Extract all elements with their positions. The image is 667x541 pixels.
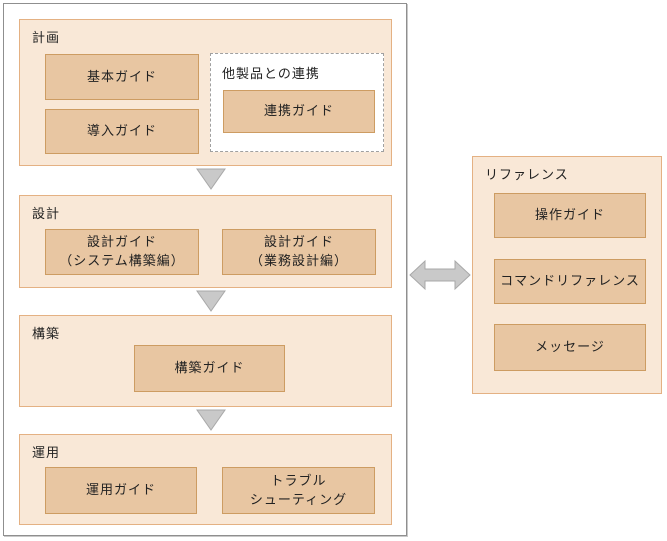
doc-box-operation-guide: 運用ガイド — [45, 467, 197, 514]
doc-box-construction-guide: 構築ガイド — [134, 345, 285, 392]
section-construction-label: 構築 — [32, 326, 61, 341]
section-planning-label: 計画 — [32, 30, 61, 45]
doc-box-operation-manual: 操作ガイド — [494, 193, 646, 238]
section-design: 設計 設計ガイド （システム構築編） 設計ガイド （業務設計編） — [19, 195, 392, 288]
down-arrow-icon — [196, 290, 226, 312]
doc-box-design-guide-business: 設計ガイド （業務設計編） — [222, 229, 376, 275]
doc-box-messages: メッセージ — [494, 324, 646, 371]
group-other-products-linkage-label: 他製品との連携 — [222, 66, 320, 81]
section-construction: 構築 構築ガイド — [19, 315, 392, 407]
section-planning: 計画 基本ガイド 導入ガイド 他製品との連携 連携ガイド — [19, 19, 392, 166]
left-right-arrow-icon — [409, 258, 471, 292]
doc-box-basic-guide: 基本ガイド — [45, 54, 199, 100]
lifecycle-flow-frame: 計画 基本ガイド 導入ガイド 他製品との連携 連携ガイド 設計 設計ガイド （シ… — [3, 3, 407, 536]
section-operation-label: 運用 — [32, 445, 61, 460]
doc-box-troubleshooting: トラブル シューティング — [222, 467, 375, 514]
section-operation: 運用 運用ガイド トラブル シューティング — [19, 434, 392, 525]
group-other-products-linkage: 他製品との連携 連携ガイド — [210, 53, 384, 152]
section-reference-label: リファレンス — [485, 167, 569, 182]
down-arrow-icon — [196, 168, 226, 190]
doc-box-design-guide-system: 設計ガイド （システム構築編） — [45, 229, 199, 275]
down-arrow-icon — [196, 409, 226, 431]
section-design-label: 設計 — [32, 206, 61, 221]
doc-box-installation-guide: 導入ガイド — [45, 109, 199, 154]
doc-box-command-reference: コマンドリファレンス — [494, 259, 646, 304]
section-reference: リファレンス 操作ガイド コマンドリファレンス メッセージ — [472, 156, 662, 394]
doc-box-linkage-guide: 連携ガイド — [223, 90, 375, 133]
